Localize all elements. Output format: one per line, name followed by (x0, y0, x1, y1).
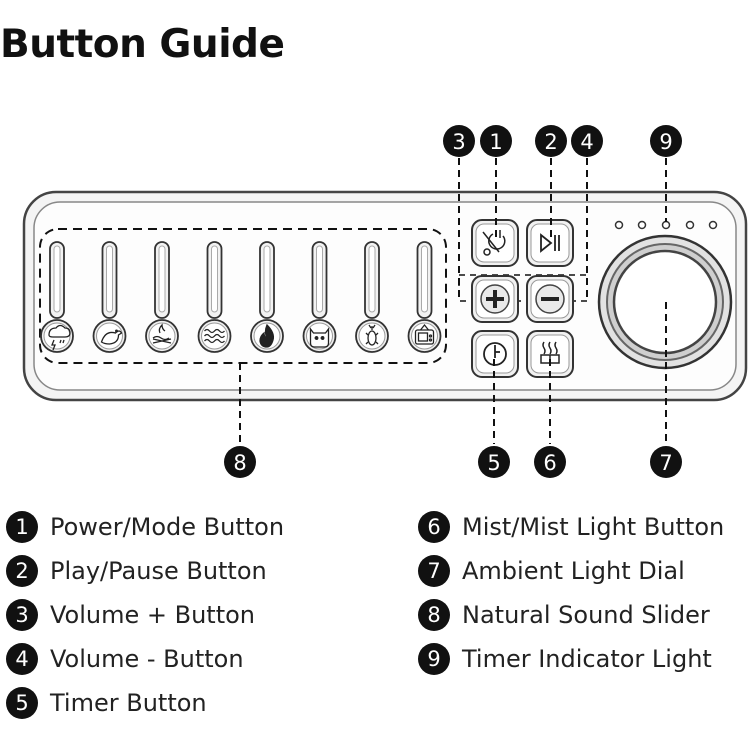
minus-icon (535, 284, 565, 314)
callout-4: 4 (571, 125, 603, 157)
legend-item-5: 5 Timer Button (6, 681, 284, 725)
svg-text:3: 3 (452, 130, 465, 154)
svg-text:5: 5 (487, 451, 500, 475)
sound-slider-5[interactable] (250, 241, 284, 353)
svg-text:6: 6 (543, 451, 556, 475)
bird-icon (100, 329, 123, 345)
legend-badge: 4 (6, 643, 38, 675)
legend-badge: 8 (418, 599, 450, 631)
plus-icon (480, 284, 510, 314)
callout-6: 6 (534, 446, 566, 478)
callout-8: 8 (224, 446, 256, 478)
legend-label: Timer Indicator Light (462, 645, 712, 673)
natural-sound-sliders (40, 241, 442, 353)
legend-item-8: 8 Natural Sound Slider (418, 593, 724, 637)
timer-button[interactable] (471, 330, 519, 378)
legend-item-2: 2 Play/Pause Button (6, 549, 284, 593)
sound-slider-3[interactable] (145, 241, 179, 353)
device-diagram: 3 1 2 4 9 8 5 6 7 (22, 125, 748, 478)
legend-label: Power/Mode Button (50, 513, 285, 541)
legend-label: Natural Sound Slider (462, 601, 710, 629)
callout-7: 7 (650, 446, 682, 478)
legend-label: Mist/Mist Light Button (462, 513, 725, 541)
legend-badge: 2 (6, 555, 38, 587)
timer-indicator-lights (614, 220, 718, 230)
legend-item-4: 4 Volume - Button (6, 637, 284, 681)
volume-minus-button[interactable] (526, 275, 574, 323)
button-legend: 1 Power/Mode Button 2 Play/Pause Button … (0, 505, 750, 745)
callout-5: 5 (478, 446, 510, 478)
callout-9: 9 (650, 125, 682, 157)
legend-badge: 7 (418, 555, 450, 587)
svg-text:4: 4 (580, 130, 593, 154)
callout-1: 1 (480, 125, 512, 157)
legend-label: Volume - Button (50, 645, 244, 673)
sound-slider-8[interactable] (407, 241, 442, 353)
mist-light-button[interactable] (526, 330, 574, 378)
sound-slider-4[interactable] (197, 241, 232, 353)
legend-label: Volume + Button (50, 601, 256, 629)
rain-thunder-icon (48, 324, 71, 351)
sound-slider-2[interactable] (92, 241, 127, 353)
svg-text:9: 9 (659, 130, 672, 154)
waves-icon (204, 328, 225, 344)
play-pause-icon (540, 233, 560, 253)
power-mode-button[interactable] (471, 219, 519, 267)
legend-column-left: 1 Power/Mode Button 2 Play/Pause Button … (6, 505, 284, 725)
legend-item-3: 3 Volume + Button (6, 593, 284, 637)
callout-2: 2 (535, 125, 567, 157)
page-title: Button Guide (0, 22, 285, 67)
legend-badge: 5 (6, 687, 38, 719)
slider-group-outline (39, 228, 447, 364)
legend-item-7: 7 Ambient Light Dial (418, 549, 724, 593)
fire-icon (259, 323, 275, 348)
legend-item-1: 1 Power/Mode Button (6, 505, 284, 549)
play-pause-button[interactable] (526, 219, 574, 267)
svg-text:7: 7 (659, 451, 672, 475)
svg-text:1: 1 (489, 130, 502, 154)
legend-badge: 1 (6, 511, 38, 543)
callout-3: 3 (443, 125, 475, 157)
legend-item-9: 9 Timer Indicator Light (418, 637, 724, 681)
legend-column-right: 6 Mist/Mist Light Button 7 Ambient Light… (418, 505, 724, 681)
legend-badge: 6 (418, 511, 450, 543)
sound-slider-6[interactable] (302, 241, 337, 353)
cat-icon (309, 327, 330, 348)
svg-text:8: 8 (233, 451, 246, 475)
legend-badge: 9 (418, 643, 450, 675)
volume-plus-button[interactable] (471, 275, 519, 323)
campfire-icon (152, 323, 172, 344)
tv-icon (414, 323, 435, 345)
sound-slider-7[interactable] (355, 241, 389, 353)
sound-slider-1[interactable] (40, 241, 74, 353)
legend-item-6: 6 Mist/Mist Light Button (418, 505, 724, 549)
power-mode-icon (482, 230, 506, 256)
legend-label: Timer Button (50, 689, 207, 717)
svg-text:2: 2 (544, 130, 557, 154)
legend-badge: 3 (6, 599, 38, 631)
legend-label: Ambient Light Dial (462, 557, 685, 585)
cricket-icon (365, 324, 379, 346)
leader-lines (239, 158, 667, 444)
legend-label: Play/Pause Button (50, 557, 267, 585)
